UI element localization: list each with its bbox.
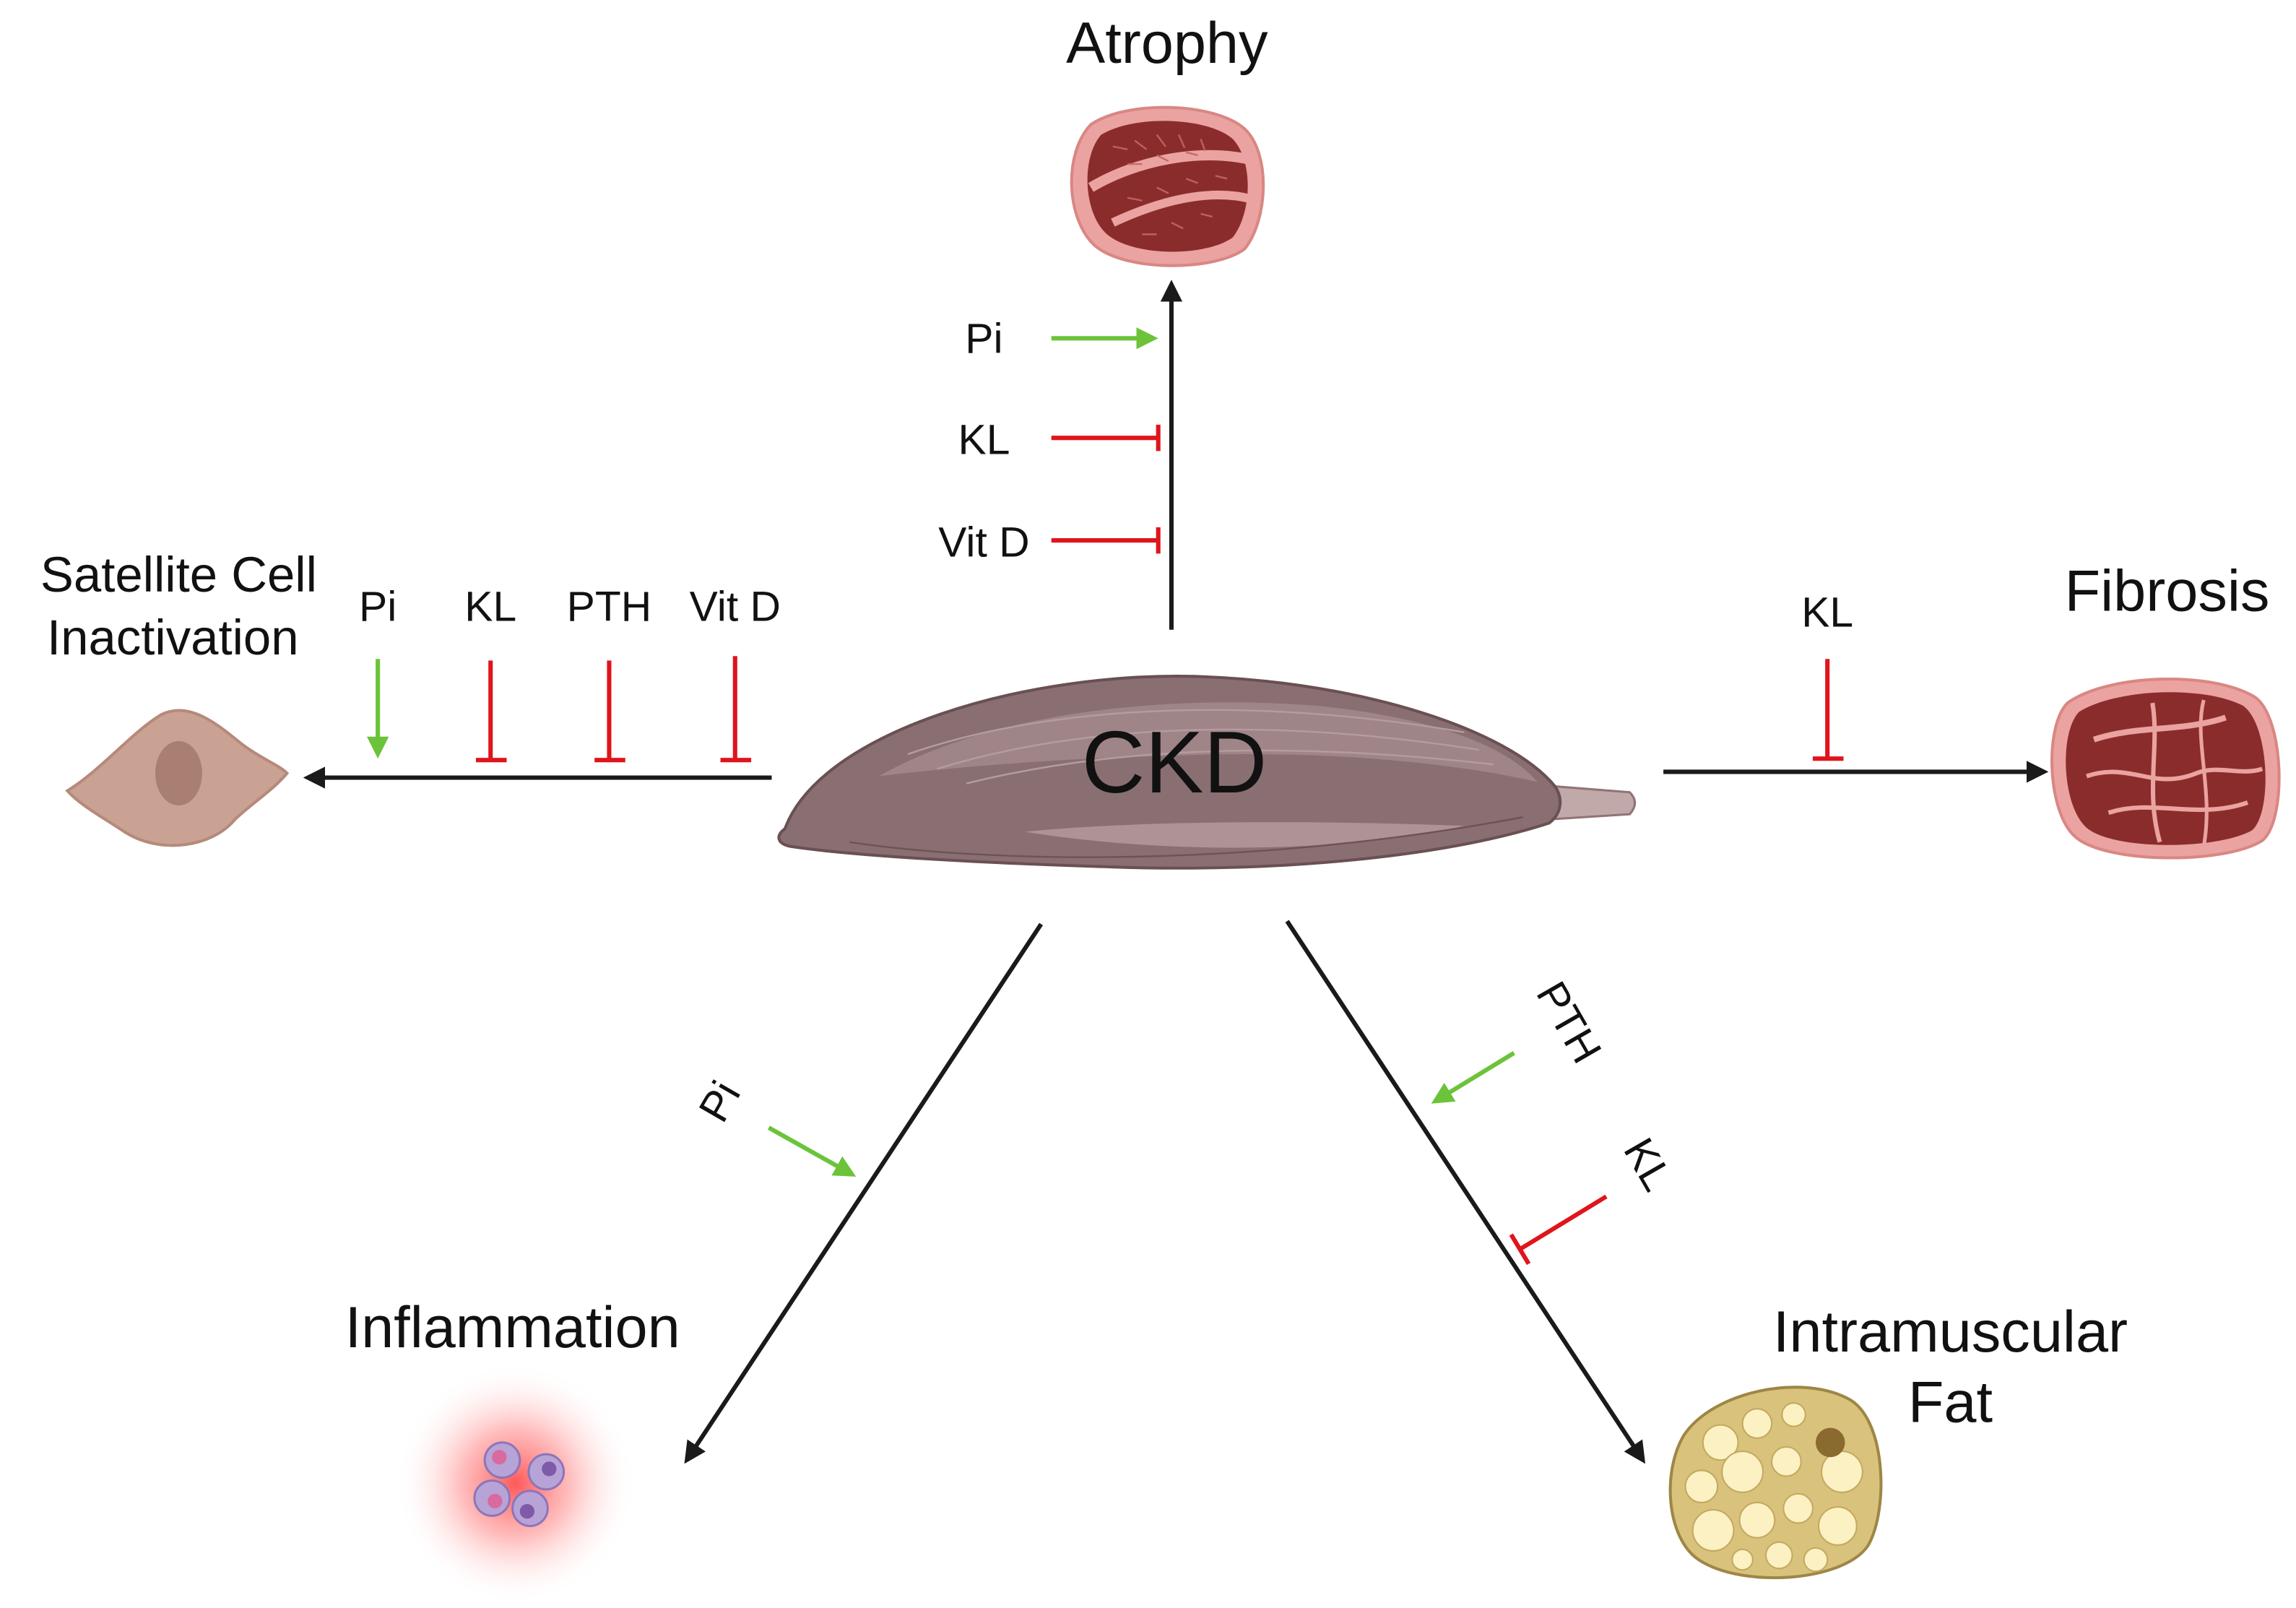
satellite-modifier-pth: PTH	[567, 584, 652, 631]
inflammation-modifier-pi: Pi	[690, 1073, 750, 1130]
fibrosis-modifier-kl: KL	[1801, 589, 1853, 636]
inflammation-pi-promote-arrow	[767, 1125, 857, 1177]
fat-tissue-icon	[1668, 1386, 1883, 1580]
atrophy-label: Atrophy	[1066, 11, 1268, 76]
satellite-label-line1: Satellite Cell	[40, 547, 317, 602]
atrophy-modifier-vitd: Vit D	[938, 519, 1029, 566]
atrophy-modifier-pi: Pi	[965, 316, 1002, 363]
atrophy-modifier-kl: KL	[958, 416, 1010, 463]
fat-label-line1: Intramuscular	[1773, 1300, 2128, 1365]
satellite-kl-inhibit-arrow	[475, 660, 507, 763]
fat-modifier-kl: KL	[1614, 1131, 1681, 1199]
fat-pth-promote-arrow	[1431, 1051, 1515, 1104]
fat-modifier-pth: PTH	[1527, 974, 1610, 1071]
satellite-modifier-pi: Pi	[359, 584, 397, 631]
inflammation-cells-icon	[395, 1363, 636, 1604]
fibrosis-label: Fibrosis	[2065, 558, 2270, 623]
fibrosis-kl-inhibit-arrow	[1812, 659, 1844, 761]
satellite-modifier-vitd: Vit D	[690, 584, 781, 631]
atrophy-kl-inhibit-arrow	[1051, 424, 1161, 451]
satellite-vitd-inhibit-arrow	[720, 656, 752, 763]
satellite-cell-icon	[65, 709, 290, 847]
fat-label-line2: Fat	[1908, 1370, 1993, 1435]
satellite-pth-inhibit-arrow	[594, 660, 625, 763]
center-label: CKD	[1082, 713, 1268, 811]
arrow-to-inflammation	[684, 922, 1044, 1464]
satellite-modifier-kl: KL	[464, 584, 516, 631]
atrophy-tissue-icon	[1070, 105, 1265, 267]
arrow-to-fat	[1285, 920, 1646, 1464]
atrophy-vitd-inhibit-arrow	[1051, 527, 1161, 554]
muscle-illustration	[777, 675, 1637, 870]
satellite-label-line2: Inactivation	[47, 610, 299, 665]
fat-kl-inhibit-arrow	[1509, 1194, 1608, 1266]
fibrosis-tissue-icon	[2050, 677, 2281, 860]
inflammation-label: Inflammation	[345, 1295, 680, 1360]
